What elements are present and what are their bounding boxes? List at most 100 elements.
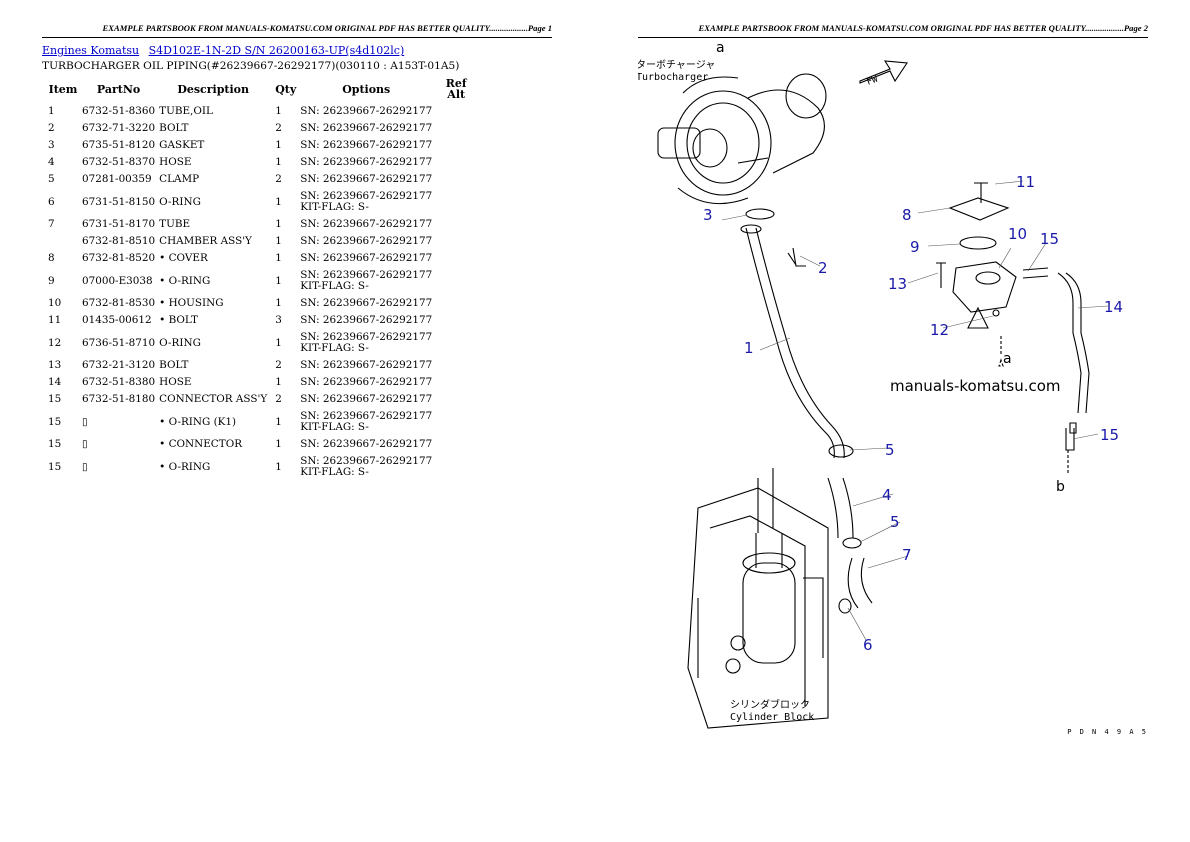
cell-options: SN: 26239667-26292177	[298, 103, 434, 120]
cell-ref-alt	[434, 453, 478, 481]
cell-options: SN: 26239667-26292177	[298, 233, 434, 250]
cell-item: 5	[48, 173, 55, 185]
cell-description: • O-RING (K1)	[159, 415, 237, 428]
callout-1: 1	[744, 339, 754, 357]
oil-tube-drawing	[745, 227, 845, 459]
cell-ref-alt	[434, 233, 478, 250]
cell-options-serial: SN: 26239667-26292177	[300, 122, 433, 134]
cell-partno: 6736-51-8710	[82, 336, 156, 349]
cell-partno: 07281-00359	[82, 173, 152, 185]
cylinder-block-label-en: Cylinder Block	[730, 712, 814, 723]
cell-qty: 1	[275, 195, 282, 208]
cell-partno: 6732-81-8520	[82, 252, 156, 264]
callout-5-upper: 5	[885, 441, 895, 459]
cell-qty: 1	[275, 252, 282, 264]
cell-item	[42, 233, 80, 250]
cell-options-kitflag: KIT-FLAG: S-	[300, 466, 369, 478]
cell-options: SN: 26239667-26292177	[298, 137, 434, 154]
callout-8: 8	[902, 206, 912, 224]
cell-partno: 6735-51-8120	[82, 139, 156, 151]
parts-table: Item PartNo Description Qty Options Ref …	[42, 76, 478, 481]
callout-11: 11	[1016, 173, 1035, 191]
cell-partno: 6731-51-8170	[82, 218, 156, 230]
cell-qty: 1	[275, 376, 282, 388]
cell-qty: 2	[275, 122, 282, 134]
col-description: Description	[177, 82, 250, 96]
breadcrumb-link-model[interactable]: S4D102E-1N-2D S/N 26200163-UP(s4d102lc)	[148, 44, 405, 57]
cell-partno: ▯	[82, 415, 88, 428]
cell-options: SN: 26239667-26292177	[298, 295, 434, 312]
col-partno: PartNo	[96, 82, 141, 96]
cell-ref-alt	[434, 137, 478, 154]
watermark-text: manuals-komatsu.com	[890, 377, 1061, 395]
breadcrumb-link-engines[interactable]: Engines Komatsu	[42, 44, 140, 57]
cylinder-block-drawing	[687, 468, 829, 729]
cell-options-serial: SN: 26239667-26292177	[300, 139, 433, 151]
cell-options-serial: SN: 26239667-26292177	[300, 252, 433, 264]
page-header-left: EXAMPLE PARTSBOOK FROM MANUALS-KOMATSU.C…	[42, 23, 552, 38]
cell-options-serial: SN: 26239667-26292177	[300, 218, 433, 230]
cell-description: O-RING	[159, 195, 201, 208]
breadcrumb: Engines Komatsu S4D102E-1N-2D S/N 262001…	[42, 44, 410, 57]
cell-options: SN: 26239667-26292177	[298, 374, 434, 391]
cell-options-kitflag: KIT-FLAG: S-	[300, 421, 369, 433]
cell-partno: 6732-51-8380	[82, 376, 156, 388]
cell-qty: 1	[275, 297, 282, 309]
callout-14: 14	[1104, 298, 1123, 316]
cell-options: SN: 26239667-26292177	[298, 120, 434, 137]
cell-options: SN: 26239667-26292177	[298, 312, 434, 329]
cell-options-serial: SN: 26239667-26292177	[300, 359, 433, 371]
cell-ref-alt	[434, 295, 478, 312]
cell-qty: 2	[275, 173, 282, 185]
cell-item: 2	[48, 122, 55, 134]
cell-item: 11	[48, 314, 62, 326]
cylinder-block-label-jp: シリンダブロック	[730, 698, 810, 711]
cell-item: 7	[48, 218, 55, 230]
table-row: 11 01435-00612 • BOLT 3 SN: 26239667-2629217…	[42, 312, 478, 329]
cell-partno: 6732-81-8530	[82, 297, 156, 309]
cell-description: • BOLT	[159, 314, 198, 326]
cell-qty: 1	[275, 274, 282, 287]
cell-options: SN: 26239667-26292177	[298, 357, 434, 374]
page-header-right: EXAMPLE PARTSBOOK FROM MANUALS-KOMATSU.C…	[638, 23, 1148, 38]
cell-options: SN: 26239667-26292177	[298, 154, 434, 171]
ref-b: b	[1056, 479, 1065, 495]
cell-partno: 01435-00612	[82, 314, 152, 326]
callout-9: 9	[910, 238, 920, 256]
cell-options-serial: SN: 26239667-26292177	[300, 105, 433, 117]
cell-partno: 6731-51-8150	[82, 195, 156, 208]
cell-qty: 3	[275, 314, 282, 326]
cell-qty: 1	[275, 156, 282, 168]
cell-qty: 1	[275, 415, 282, 428]
cell-ref-alt	[434, 357, 478, 374]
callout-6: 6	[863, 636, 873, 654]
cell-options: SN: 26239667-26292177	[298, 436, 434, 453]
cell-partno: ▯	[82, 438, 88, 450]
callout-10: 10	[1008, 225, 1027, 243]
page-title: TURBOCHARGER OIL PIPING(#26239667-262921…	[42, 60, 460, 72]
callout-13: 13	[888, 275, 907, 293]
cell-description: BOLT	[159, 359, 189, 371]
cell-ref-alt	[434, 436, 478, 453]
cell-partno: 6732-21-3120	[82, 359, 156, 371]
col-item: Item	[48, 82, 78, 96]
cell-options-serial: SN: 26239667-26292177	[300, 455, 433, 467]
cell-ref-alt	[434, 408, 478, 436]
cell-ref-alt	[434, 250, 478, 267]
cell-options-serial: SN: 26239667-26292177	[300, 269, 433, 281]
cell-item: 13	[48, 359, 62, 371]
cell-options-serial: SN: 26239667-26292177	[300, 297, 433, 309]
cell-options-kitflag: KIT-FLAG: S-	[300, 342, 369, 354]
